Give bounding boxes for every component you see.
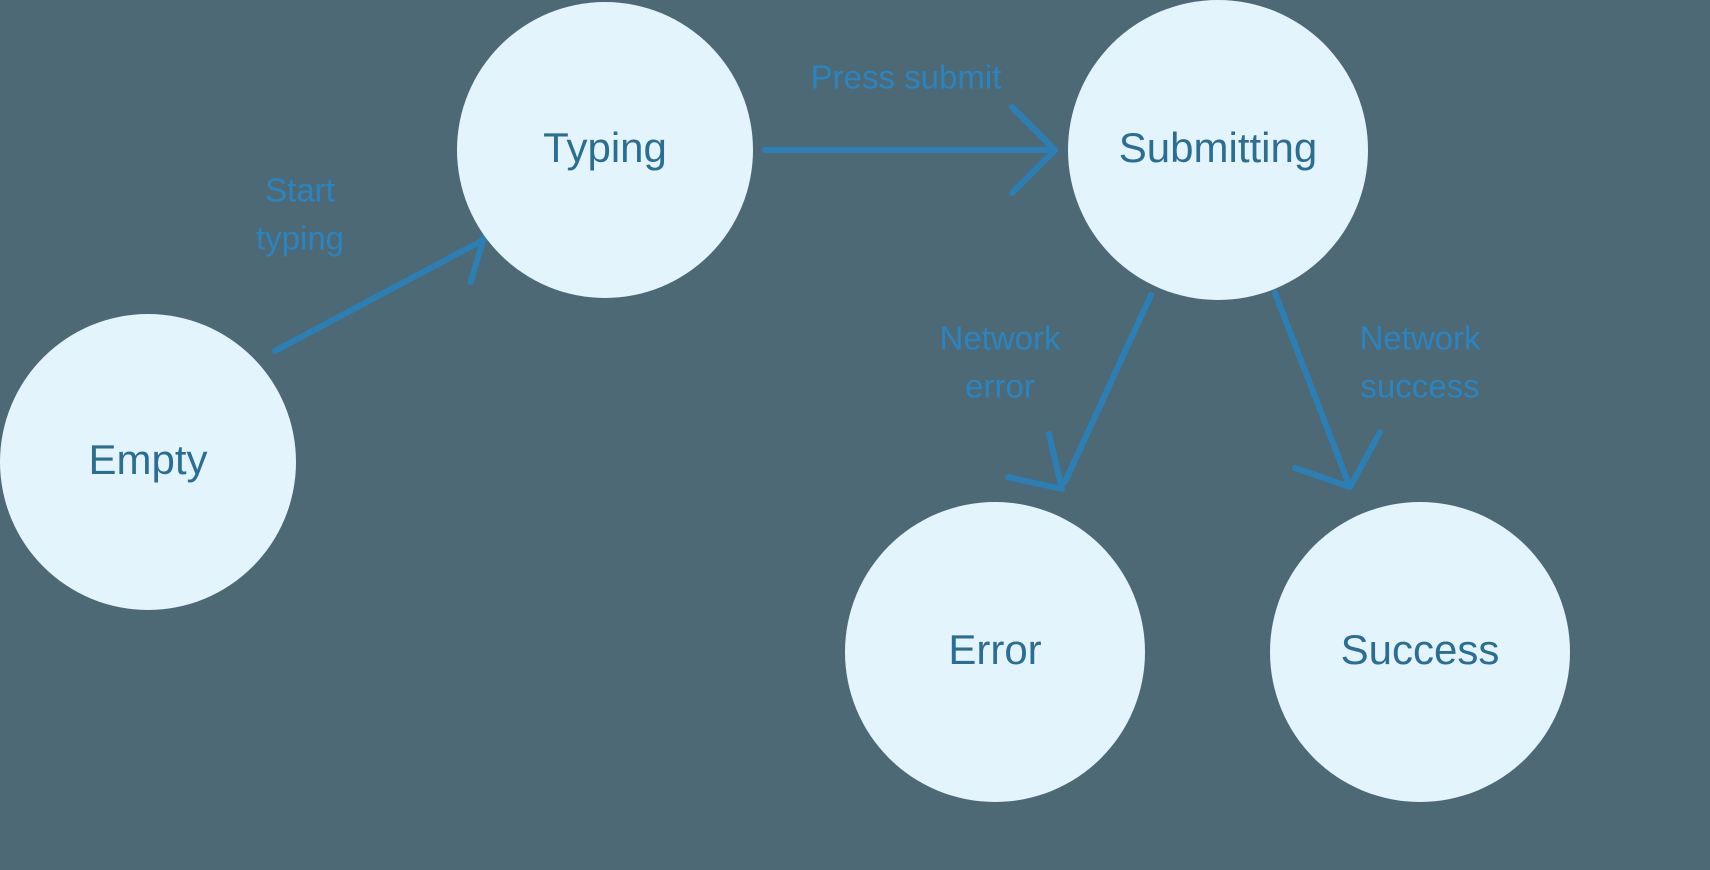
node-circle-success bbox=[1270, 502, 1570, 802]
node-label-error: Error bbox=[948, 626, 1041, 673]
edge-line-submitting-to-success bbox=[1272, 290, 1351, 485]
edge-submitting-to-error[interactable] bbox=[1005, 292, 1154, 492]
edge-label-empty-to-typing-line-2: typing bbox=[256, 220, 344, 257]
node-circle-empty bbox=[0, 314, 296, 610]
node-circle-typing bbox=[457, 2, 753, 298]
node-label-empty: Empty bbox=[88, 436, 207, 483]
edge-label-typing-to-submitting: Press submit bbox=[811, 59, 1002, 96]
node-typing[interactable]: Typing bbox=[457, 2, 753, 298]
edge-label-submitting-to-success: Network success bbox=[1359, 320, 1481, 405]
node-empty[interactable]: Empty bbox=[0, 314, 296, 610]
node-circle-error bbox=[845, 502, 1145, 802]
arrowhead-typing-to-submitting bbox=[1009, 104, 1058, 196]
node-error[interactable]: Error bbox=[845, 502, 1145, 802]
node-label-submitting: Submitting bbox=[1119, 124, 1317, 171]
edge-line-empty-to-typing bbox=[272, 236, 488, 354]
edge-typing-to-submitting[interactable] bbox=[762, 104, 1058, 196]
node-success[interactable]: Success bbox=[1270, 502, 1570, 802]
edge-label-typing-to-submitting-line-1: Press submit bbox=[811, 59, 1002, 96]
node-label-typing: Typing bbox=[543, 124, 667, 171]
edge-label-empty-to-typing-line-1: Start bbox=[265, 172, 335, 209]
arrowhead-submitting-to-error bbox=[1005, 431, 1065, 492]
node-submitting[interactable]: Submitting bbox=[1068, 0, 1368, 300]
edge-label-submitting-to-error: Network error bbox=[939, 320, 1061, 405]
edge-label-submitting-to-error-line-2: error bbox=[965, 368, 1035, 405]
edge-label-submitting-to-error-line-1: Network bbox=[939, 320, 1061, 357]
edge-label-submitting-to-success-line-2: success bbox=[1360, 368, 1479, 405]
edge-label-empty-to-typing: Start typing bbox=[256, 172, 344, 257]
node-circle-submitting bbox=[1068, 0, 1368, 300]
edge-line-submitting-to-error bbox=[1062, 292, 1154, 485]
arrowhead-submitting-to-success bbox=[1292, 429, 1383, 490]
node-label-success: Success bbox=[1341, 626, 1500, 673]
edge-label-submitting-to-success-line-1: Network bbox=[1359, 320, 1481, 357]
edge-submitting-to-success[interactable] bbox=[1272, 290, 1383, 490]
